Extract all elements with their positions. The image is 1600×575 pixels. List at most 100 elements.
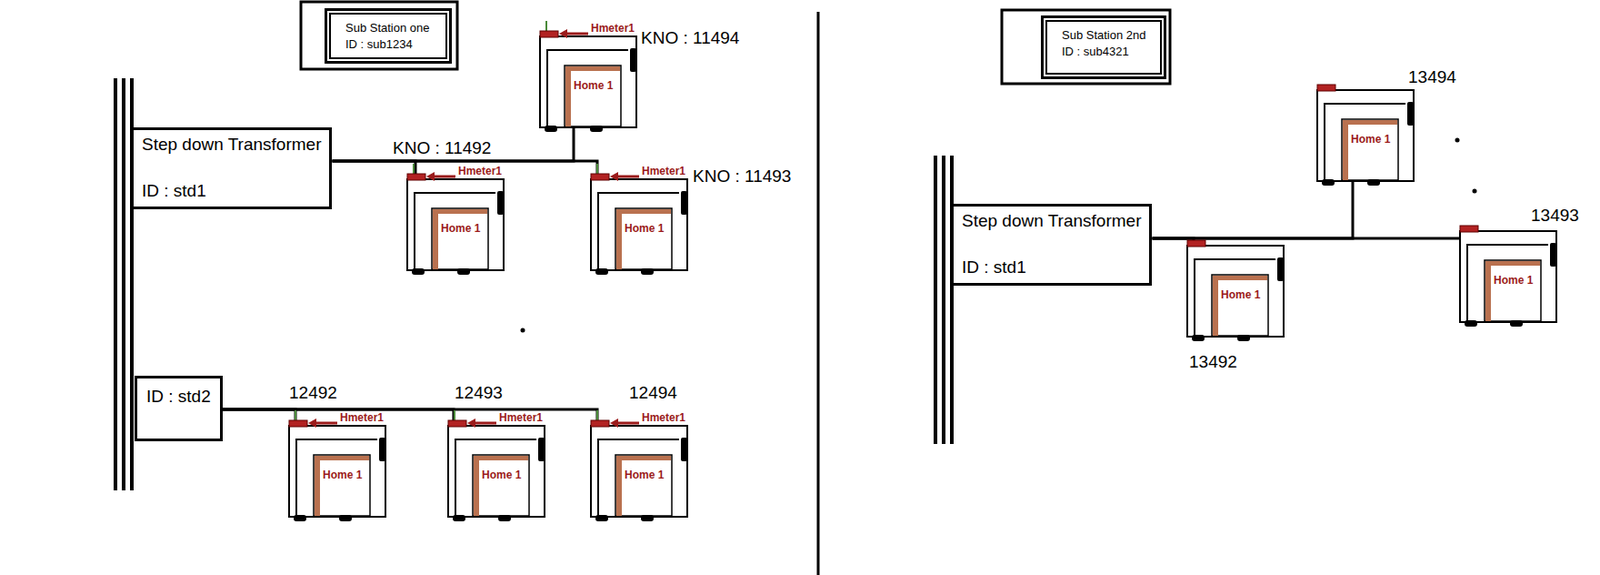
house-foot — [1510, 320, 1523, 327]
consumer-number: 12493 — [454, 382, 503, 403]
door-frame — [432, 209, 488, 214]
door-frame — [565, 66, 620, 71]
house-foot — [1367, 179, 1380, 186]
node-title: Step down Transformer — [961, 210, 1141, 231]
home-box: Home 1 — [1186, 244, 1285, 338]
label-holder: KNO : 11493 — [692, 166, 791, 187]
door-outline — [1484, 260, 1541, 321]
meter-arrow — [313, 421, 338, 425]
door-outline — [615, 454, 672, 516]
label-holder: 13493 — [1530, 205, 1580, 226]
label-holder: Hmeter1 — [641, 164, 686, 178]
meter-arrow-head — [610, 171, 619, 181]
node-title: Sub Station 2nd — [1061, 27, 1153, 44]
meter-symbol — [407, 173, 426, 180]
transformer-box: Step down Transformer ID : std1 — [130, 127, 332, 210]
consumer-number: 12494 — [629, 382, 678, 403]
house-tab — [538, 437, 545, 461]
label-holder: Hmeter1 — [458, 164, 502, 178]
label-holder: 13492 — [1189, 351, 1238, 372]
consumer-number: KNO : 11493 — [692, 166, 791, 187]
node-title: ID : std2 — [146, 386, 211, 407]
home-box: Home 1 — [406, 178, 505, 271]
label-holder: 12493 — [454, 382, 503, 403]
house-foot — [339, 514, 352, 521]
label-holder: KNO : 11494 — [640, 28, 740, 49]
door-frame — [616, 209, 671, 214]
house-foot — [411, 268, 425, 275]
stray-dot — [520, 328, 526, 333]
meter-arrow — [472, 421, 497, 425]
home-box: Home 1 — [1316, 89, 1415, 182]
door-frame — [314, 455, 370, 460]
meter-arrow — [615, 175, 640, 179]
home-box: Home 1 — [539, 35, 638, 129]
meter-arrow — [615, 421, 640, 425]
meter-arrow-head — [426, 171, 435, 181]
door-frame — [1485, 260, 1540, 266]
house-foot — [498, 514, 511, 521]
meter-arrow — [564, 32, 589, 36]
consumer-number: KNO : 11492 — [392, 138, 491, 159]
house-foot — [595, 268, 609, 275]
door-outline — [431, 208, 489, 270]
meter-symbol — [540, 30, 559, 38]
label-holder: Hmeter1 — [499, 410, 543, 424]
house-foot — [590, 125, 603, 132]
bus-bar — [950, 155, 954, 444]
house-foot — [293, 514, 307, 521]
bus-bar — [933, 155, 938, 444]
meter-stick — [596, 163, 599, 174]
supply-wire — [222, 409, 454, 425]
transformer-box: ID : std2 — [134, 375, 223, 441]
meter-label: Hmeter1 — [499, 410, 543, 424]
home-label: Home 1 — [1220, 288, 1283, 301]
door-frame — [1212, 275, 1219, 336]
supply-wire — [222, 409, 598, 425]
node-id: ID : std1 — [961, 257, 1141, 278]
supply-wire — [332, 160, 417, 179]
supply-wire — [1152, 181, 1354, 239]
door-outline — [564, 65, 621, 127]
meter-symbol — [590, 420, 610, 427]
house-tab — [1407, 101, 1414, 126]
label-holder: 13494 — [1408, 67, 1457, 88]
house-tab — [379, 437, 386, 461]
meter-arrow — [431, 175, 456, 179]
meter-label: Hmeter1 — [458, 164, 502, 178]
node-title: Step down Transformer — [141, 134, 321, 155]
stray-dot — [1455, 138, 1460, 143]
door-frame — [616, 209, 622, 270]
home-label: Home 1 — [322, 468, 385, 481]
house-foot — [1237, 334, 1250, 341]
meter-symbol — [448, 420, 467, 427]
transformer-box: Step down Transformer ID : std1 — [950, 203, 1152, 286]
door-frame — [1485, 260, 1491, 321]
consumer-number: 13494 — [1408, 67, 1457, 88]
house-foot — [1191, 334, 1205, 341]
door-outline — [472, 454, 530, 516]
meter-stick — [596, 410, 599, 420]
meter-label: Hmeter1 — [340, 410, 384, 424]
home-label: Home 1 — [481, 468, 544, 481]
meter-symbol — [1460, 225, 1479, 232]
house-foot — [640, 514, 654, 521]
stray-dot — [1472, 189, 1478, 194]
meter-stick — [294, 410, 297, 420]
house-tab — [1277, 257, 1284, 281]
bus-bar — [113, 78, 118, 490]
supply-wire — [332, 128, 575, 161]
substation-frame — [1001, 10, 1170, 84]
node-id: ID : std1 — [141, 180, 321, 201]
door-frame — [314, 455, 320, 516]
supply-wire — [222, 409, 296, 425]
supply-wire — [1152, 237, 1460, 240]
label-holder: Hmeter1 — [641, 410, 686, 424]
house-foot — [595, 514, 609, 521]
meter-label: Hmeter1 — [641, 410, 686, 424]
home-label: Home 1 — [573, 79, 636, 92]
home-label: Home 1 — [624, 468, 687, 481]
